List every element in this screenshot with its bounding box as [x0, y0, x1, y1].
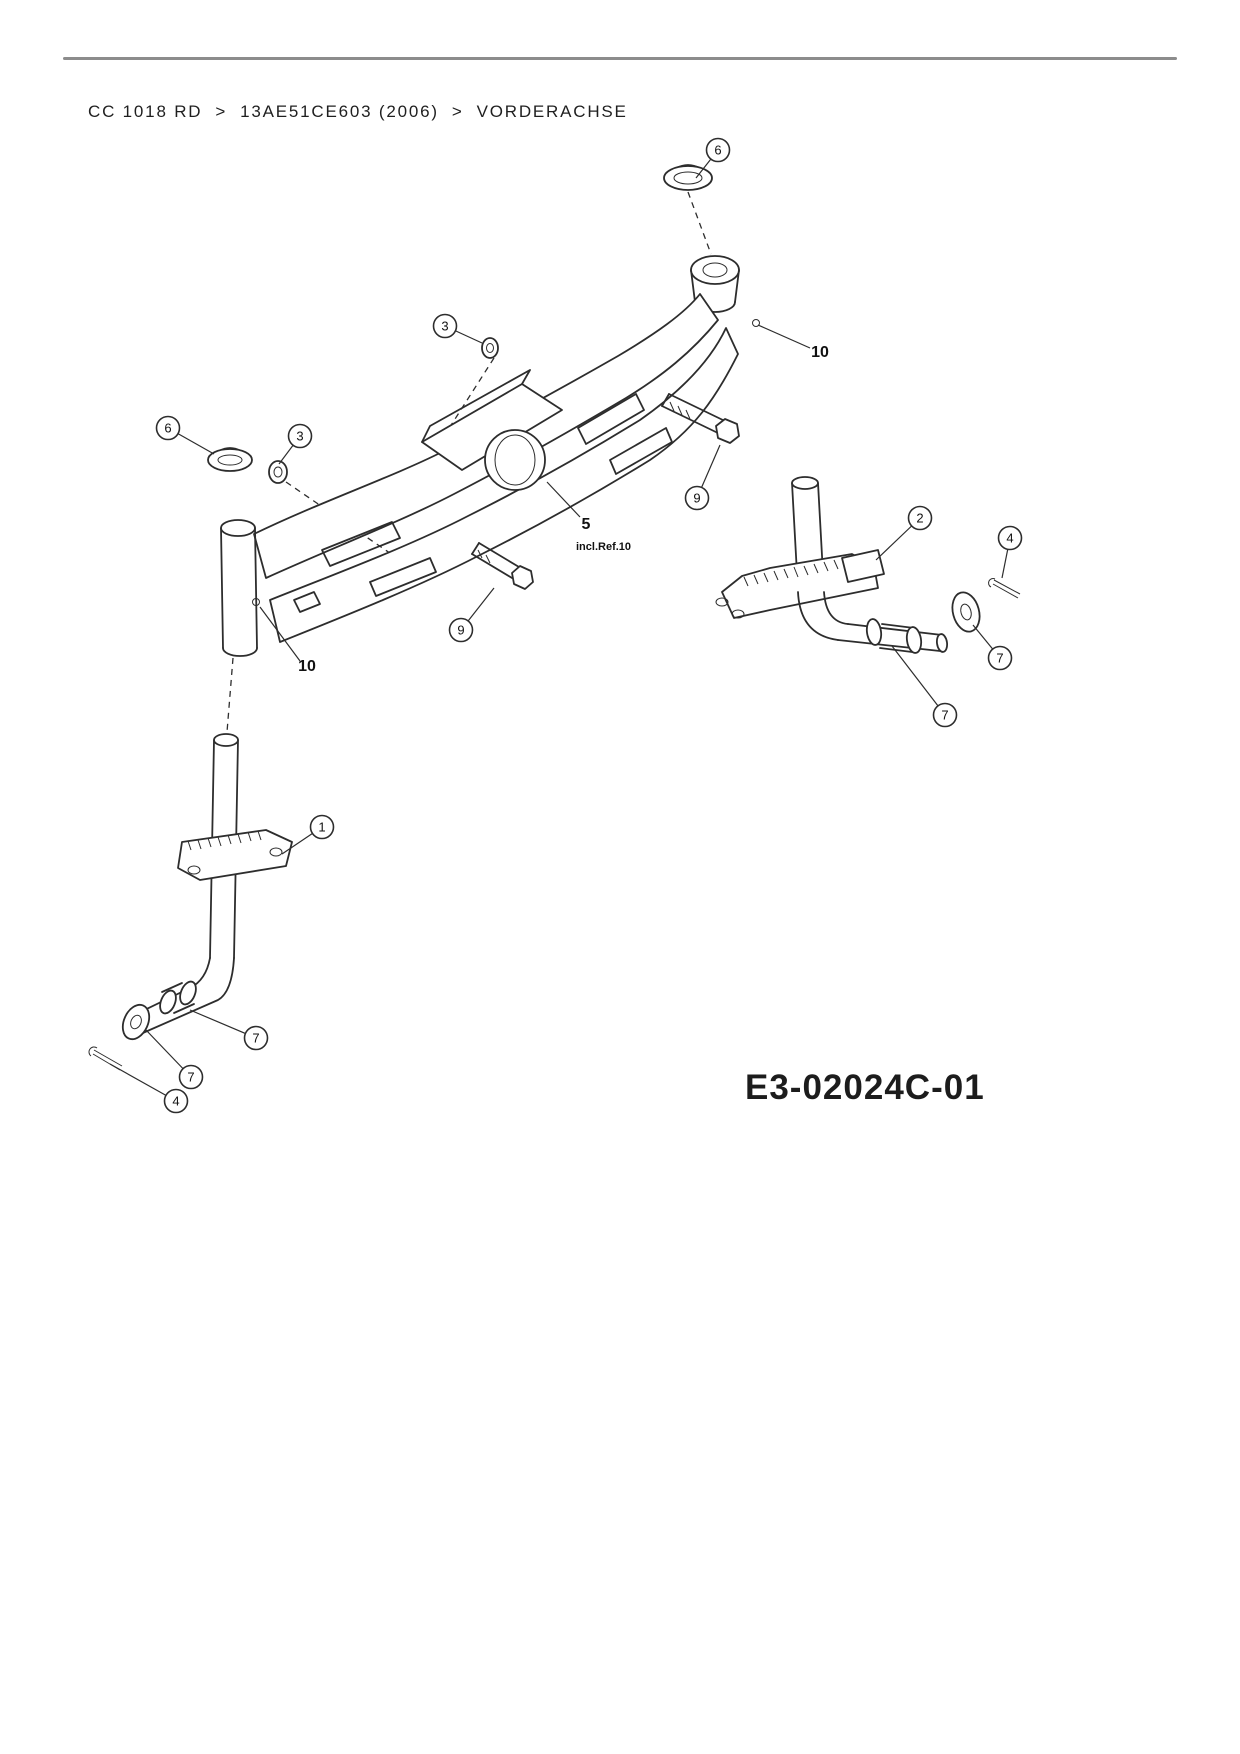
callout-4: 4 — [109, 1063, 189, 1114]
axle-beam — [252, 293, 760, 643]
svg-text:7: 7 — [187, 1070, 194, 1085]
svg-text:10: 10 — [298, 658, 316, 675]
callout-2: 2 — [875, 505, 933, 561]
svg-text:5: 5 — [582, 516, 591, 533]
callout-6: 6 — [155, 415, 215, 455]
cotter-pin-right — [988, 578, 1021, 599]
spindle-right — [715, 476, 949, 653]
pivot-ring — [690, 255, 740, 313]
washers-left — [121, 980, 197, 1041]
breadcrumb-serial-link[interactable]: 13AE51CE603 (2006) — [240, 102, 439, 121]
callout-7: 7 — [972, 624, 1013, 671]
ref-label-10: 10 — [757, 324, 829, 361]
ref-label-10: 10 — [259, 606, 316, 675]
callout-7: 7 — [145, 1029, 204, 1090]
svg-text:9: 9 — [693, 491, 700, 506]
callout-4: 4 — [997, 525, 1023, 579]
svg-text:10: 10 — [811, 344, 829, 361]
diagram-code: E3-02024C-01 — [745, 1068, 985, 1107]
cotter-pin-left — [88, 1046, 123, 1071]
bolt-center — [471, 542, 534, 590]
svg-text:3: 3 — [441, 319, 448, 334]
callout-7: 7 — [891, 645, 958, 728]
breadcrumb-separator: > — [451, 102, 464, 121]
svg-text:9: 9 — [457, 623, 464, 638]
svg-text:7: 7 — [941, 708, 948, 723]
breadcrumb: CC 1018 RD > 13AE51CE603 (2006) > VORDER… — [88, 102, 628, 122]
cap-left — [207, 447, 253, 472]
svg-text:1: 1 — [318, 820, 325, 835]
beam-left-sleeve — [220, 519, 258, 657]
cap-right — [663, 164, 713, 191]
svg-text:incl.Ref.10: incl.Ref.10 — [576, 541, 631, 553]
svg-text:2: 2 — [916, 511, 923, 526]
bolt-upper — [661, 393, 740, 444]
callout-1: 1 — [281, 814, 335, 855]
breadcrumb-model-link[interactable]: CC 1018 RD — [88, 102, 203, 121]
callout-6: 6 — [695, 137, 731, 179]
breadcrumb-section-label: VORDERACHSE — [476, 102, 628, 121]
svg-text:4: 4 — [1006, 531, 1013, 546]
svg-text:6: 6 — [164, 421, 171, 436]
spindle-left — [123, 733, 293, 1039]
top-divider — [63, 57, 1177, 60]
breadcrumb-separator: > — [215, 102, 228, 121]
svg-text:3: 3 — [296, 429, 303, 444]
callout-7: 7 — [189, 1009, 269, 1051]
svg-text:7: 7 — [252, 1031, 259, 1046]
washer-upper — [481, 337, 499, 359]
ref-label-5: 5 incl.Ref.10 — [546, 481, 631, 553]
washers-right — [865, 591, 981, 654]
callout-9: 9 — [684, 444, 721, 511]
svg-text:6: 6 — [714, 143, 721, 158]
svg-text:7: 7 — [996, 651, 1003, 666]
callout-3: 3 — [432, 313, 483, 344]
callout-3: 3 — [278, 423, 313, 465]
washer-left — [268, 460, 288, 484]
svg-text:4: 4 — [172, 1094, 179, 1109]
callout-9: 9 — [448, 587, 495, 643]
